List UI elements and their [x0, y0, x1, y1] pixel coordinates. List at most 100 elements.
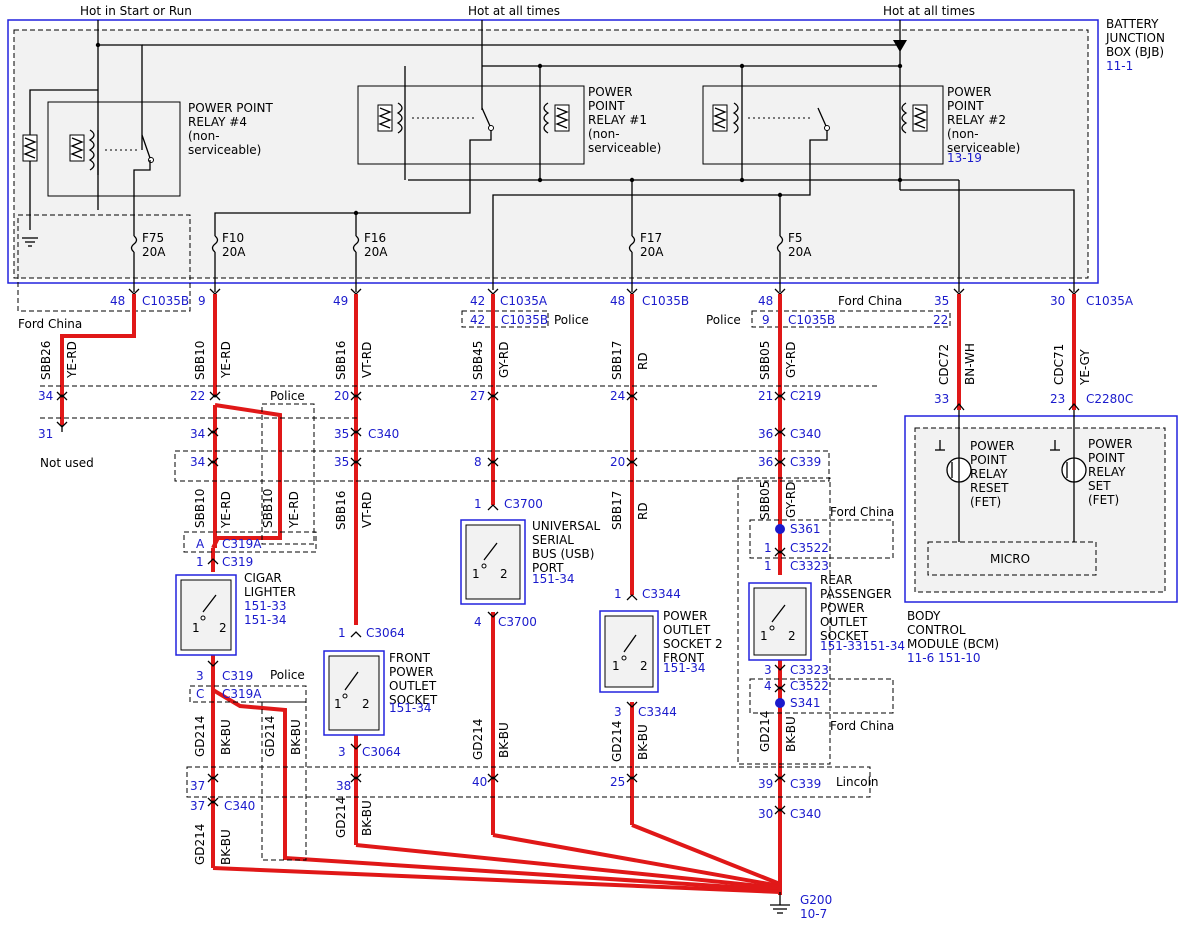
svg-text:SBB10: SBB10 [193, 489, 207, 528]
svg-text:20: 20 [334, 389, 349, 403]
not-used-label: Not used [40, 456, 94, 470]
fuse-f10: F10 20A [211, 231, 246, 292]
c339-label: C339 [790, 455, 821, 469]
cigar-lighter-box [175, 574, 237, 656]
svg-text:OUTLET: OUTLET [820, 615, 868, 629]
svg-text:1: 1 [612, 659, 620, 673]
svg-text:POWER: POWER [970, 439, 1014, 453]
fuse-f5: F5 20A [776, 231, 812, 292]
svg-text:34: 34 [190, 455, 205, 469]
bcm-outline [904, 415, 1178, 603]
svg-text:3: 3 [614, 705, 622, 719]
svg-text:YE-RD: YE-RD [65, 341, 79, 379]
svg-text:4: 4 [764, 679, 772, 693]
svg-text:8: 8 [474, 455, 482, 469]
svg-text:YE-RD: YE-RD [219, 491, 233, 529]
svg-text:VT-RD: VT-RD [360, 342, 374, 378]
svg-text:34: 34 [190, 427, 205, 441]
svg-text:34: 34 [38, 389, 53, 403]
svg-text:SOCKET: SOCKET [389, 693, 438, 707]
svg-text:Ford China: Ford China [830, 505, 894, 519]
svg-text:GD214: GD214 [193, 716, 207, 757]
svg-text:C1035B: C1035B [788, 313, 835, 327]
svg-text:30: 30 [758, 807, 773, 821]
svg-text:YE-RD: YE-RD [219, 341, 233, 379]
svg-text:151-34: 151-34 [532, 572, 575, 586]
svg-text:POWER: POWER [389, 665, 433, 679]
fuse-f17: F17 20A [628, 231, 664, 292]
svg-text:40: 40 [472, 775, 487, 789]
relay-4-label: POWER POINT [188, 101, 273, 115]
svg-text:C3344: C3344 [638, 705, 677, 719]
svg-text:RELAY #1: RELAY #1 [588, 113, 647, 127]
c319-label: C319 [222, 555, 253, 569]
svg-text:serviceable): serviceable) [947, 141, 1020, 155]
svg-text:FRONT: FRONT [663, 651, 705, 665]
c1035b-label: C1035B [142, 294, 189, 308]
fet-reset-icon [935, 410, 972, 545]
svg-text:OUTLET: OUTLET [663, 623, 711, 637]
svg-text:BK-BU: BK-BU [219, 829, 233, 865]
svg-text:(non-: (non- [588, 127, 620, 141]
svg-text:BK-BU: BK-BU [784, 716, 798, 752]
svg-text:C340: C340 [790, 807, 821, 821]
splice-s341-icon [775, 698, 785, 708]
svg-text:GD214: GD214 [334, 797, 348, 838]
svg-text:(non-: (non- [188, 129, 220, 143]
svg-text:37: 37 [190, 799, 205, 813]
svg-text:24: 24 [610, 389, 625, 403]
svg-text:35: 35 [934, 294, 949, 308]
svg-text:20A: 20A [788, 245, 812, 259]
svg-text:20A: 20A [142, 245, 166, 259]
power-outlet-socket-2-label: POWER [663, 609, 707, 623]
svg-text:C3700: C3700 [504, 497, 543, 511]
svg-text:35: 35 [334, 427, 349, 441]
fuse-f75: F75 20A [130, 231, 166, 292]
relay-2-box [702, 85, 944, 165]
svg-text:3: 3 [338, 745, 346, 759]
svg-text:F17: F17 [640, 231, 662, 245]
svg-text:1: 1 [196, 555, 204, 569]
bjb-inner [13, 29, 1089, 279]
svg-text:33: 33 [934, 392, 949, 406]
svg-text:C339: C339 [790, 777, 821, 791]
usb-port-label: UNIVERSAL [532, 519, 600, 533]
svg-text:F10: F10 [222, 231, 244, 245]
svg-text:SBB16: SBB16 [334, 341, 348, 380]
svg-text:GD214: GD214 [263, 716, 277, 757]
hot-all-times-label-1: Hot at all times [468, 4, 560, 18]
svg-text:C3522: C3522 [790, 679, 829, 693]
svg-text:YE-GY: YE-GY [1078, 349, 1092, 386]
svg-text:BK-BU: BK-BU [360, 800, 374, 836]
svg-text:RELAY: RELAY [1088, 465, 1126, 479]
svg-text:20A: 20A [640, 245, 664, 259]
svg-text:23: 23 [1050, 392, 1065, 406]
svg-text:151-34: 151-34 [244, 613, 287, 627]
diode-icon [893, 40, 907, 52]
svg-text:C1035B: C1035B [642, 294, 689, 308]
relay-4-switch-icon [141, 134, 151, 159]
svg-text:SBB05: SBB05 [758, 481, 772, 520]
svg-text:GY-RD: GY-RD [784, 481, 798, 518]
svg-text:30: 30 [1050, 294, 1065, 308]
svg-text:20A: 20A [364, 245, 388, 259]
svg-text:C3064: C3064 [362, 745, 401, 759]
svg-text:C340: C340 [224, 799, 255, 813]
svg-text:BK-BU: BK-BU [636, 724, 650, 760]
svg-text:Lincoln: Lincoln [836, 775, 879, 789]
svg-text:C3522: C3522 [790, 541, 829, 555]
svg-text:42: 42 [470, 294, 485, 308]
cigar-lighter-switch-icon [202, 594, 217, 613]
usb-port-box [460, 519, 526, 605]
bjb-label-3: BOX (BJB) [1106, 45, 1164, 59]
front-power-outlet-label: FRONT [389, 651, 431, 665]
svg-text:VT-RD: VT-RD [360, 492, 374, 528]
svg-text:serviceable): serviceable) [588, 141, 661, 155]
svg-text:27: 27 [470, 389, 485, 403]
svg-text:GD214: GD214 [193, 824, 207, 865]
svg-text:BN-WH: BN-WH [963, 343, 977, 385]
relay-1-label: POWER [588, 85, 632, 99]
svg-text:OUTLET: OUTLET [389, 679, 437, 693]
svg-text:1: 1 [472, 567, 480, 581]
svg-text:POWER: POWER [820, 601, 864, 615]
